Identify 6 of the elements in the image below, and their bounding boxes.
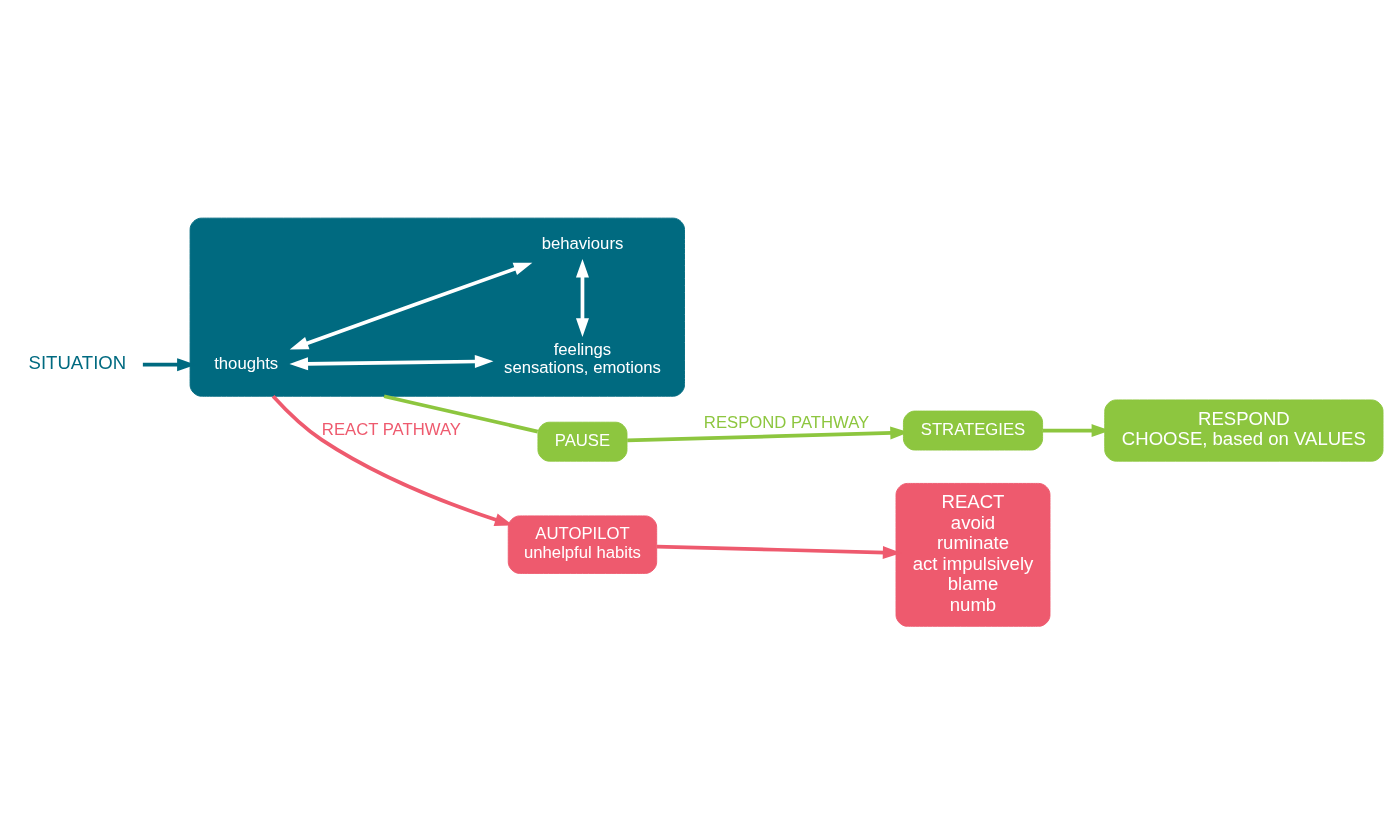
node-text: thoughts <box>214 353 279 373</box>
node-text: feelings sensations, emotions <box>504 339 661 378</box>
node-text: SITUATION <box>28 352 127 374</box>
node-text: behaviours <box>541 234 624 254</box>
edge-label: RESPOND PATHWAY <box>703 413 870 433</box>
edge-label: REACT PATHWAY <box>321 419 461 439</box>
